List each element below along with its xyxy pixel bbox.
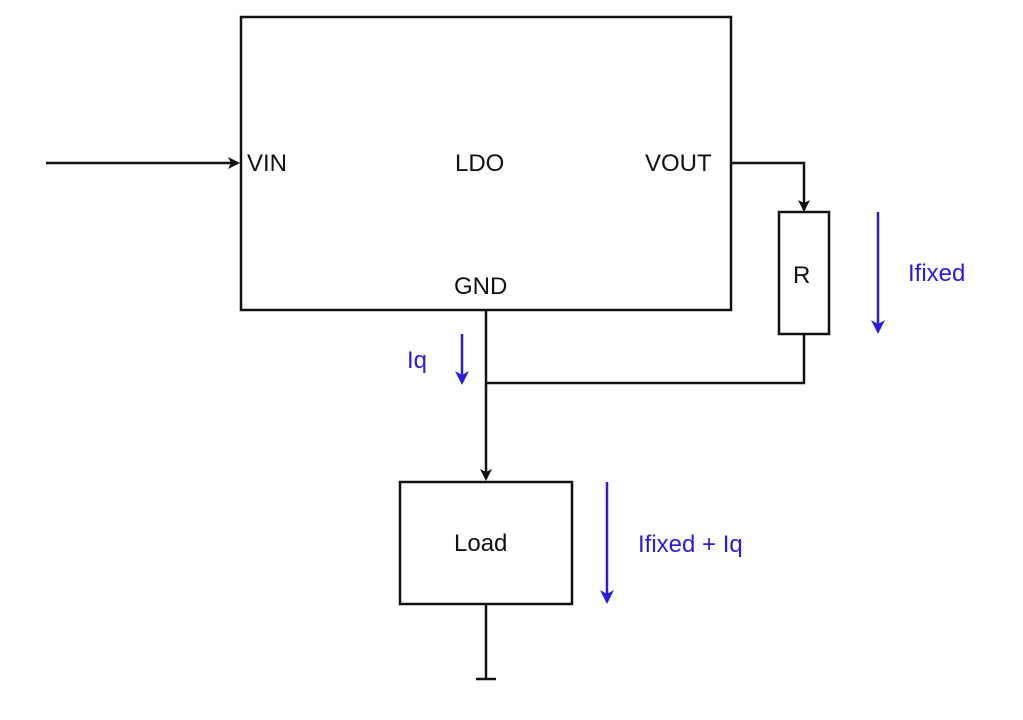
iq-label: Iq (407, 347, 427, 374)
resistor-label: R (793, 262, 810, 289)
ldo-label: LDO (455, 150, 504, 177)
resistor-to-junction-wire (486, 334, 806, 385)
load-block (398, 480, 574, 606)
ifixed-label: Ifixed (908, 260, 965, 287)
vout-to-resistor-wire (731, 161, 810, 212)
ldo-block (239, 15, 733, 312)
vin-label: VIN (247, 150, 287, 177)
vout-label: VOUT (645, 150, 712, 177)
gnd-label: GND (454, 273, 507, 300)
resistor (777, 210, 831, 336)
total-current-label: Ifixed + Iq (638, 531, 743, 558)
load-label: Load (454, 530, 507, 557)
